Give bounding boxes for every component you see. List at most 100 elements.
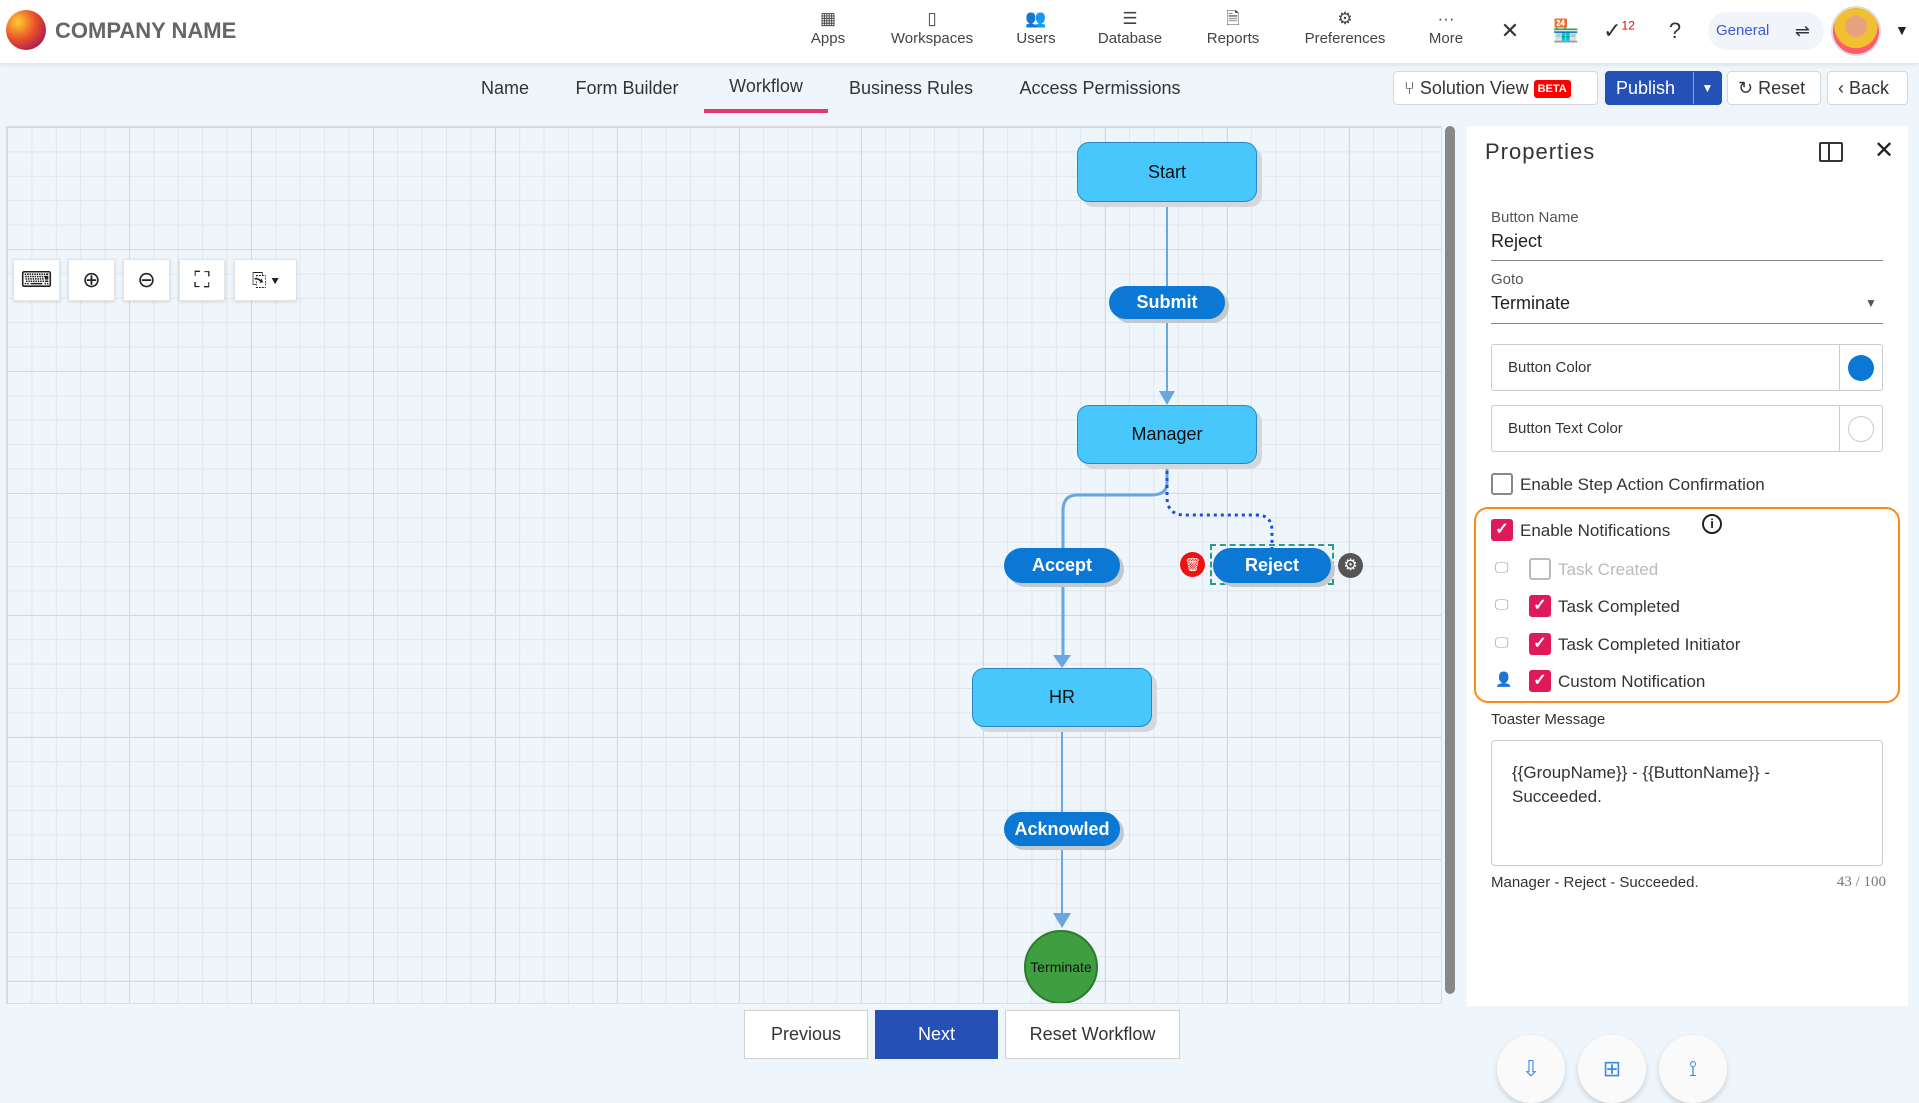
- chevron-left-icon: ‹: [1838, 78, 1844, 98]
- close-icon[interactable]: ✕: [1500, 18, 1520, 43]
- node-start[interactable]: Start: [1077, 142, 1257, 202]
- reset-workflow-button[interactable]: Reset Workflow: [1005, 1010, 1180, 1059]
- character-count: 43 / 100: [1836, 874, 1886, 890]
- button-text-color-field[interactable]: Button Text Color: [1491, 405, 1883, 452]
- company-name: COMPANY NAME: [55, 18, 237, 43]
- caret-down-icon[interactable]: ▼: [1895, 22, 1909, 38]
- dock-panel-icon[interactable]: [1819, 142, 1843, 162]
- step-confirm-label: Enable Step Action Confirmation: [1520, 475, 1765, 494]
- task-created-checkbox[interactable]: [1529, 558, 1551, 580]
- tasks-icon[interactable]: ✓12: [1603, 18, 1635, 43]
- next-button[interactable]: Next: [875, 1010, 998, 1059]
- button-color-field[interactable]: Button Color: [1491, 344, 1883, 391]
- path-button[interactable]: ⟟: [1659, 1035, 1727, 1103]
- back-button[interactable]: ‹ Back: [1827, 71, 1908, 105]
- notifications-group: [1474, 507, 1900, 703]
- export-button[interactable]: ⎘ ▾: [234, 259, 297, 301]
- nav-label: Users: [1016, 30, 1056, 47]
- zoom-out-button[interactable]: ⊖: [123, 259, 170, 301]
- canvas-scrollbar[interactable]: [1445, 126, 1455, 994]
- button-color-swatch[interactable]: [1848, 355, 1874, 381]
- company-logo: [6, 10, 46, 50]
- branch-icon: ⑂: [1404, 78, 1415, 98]
- toaster-message-textarea[interactable]: {{GroupName}} - {{ButtonName}} - Succeed…: [1491, 740, 1883, 866]
- refresh-icon: ↻: [1738, 78, 1754, 98]
- fit-screen-button[interactable]: ⛶: [179, 259, 225, 301]
- nav-label: More: [1428, 30, 1464, 47]
- monitor-bell-icon: 🖵: [1495, 559, 1509, 575]
- sitemap-icon: ⊞: [1602, 1056, 1622, 1081]
- tab-business-rules[interactable]: Business Rules: [848, 78, 974, 98]
- nav-users[interactable]: 👥Users: [1016, 8, 1055, 47]
- button-name-label: Button Name: [1491, 209, 1579, 226]
- arrow-icon: [1159, 391, 1175, 405]
- step-confirm-checkbox[interactable]: [1491, 473, 1513, 495]
- tab-workflow[interactable]: Workflow: [729, 76, 803, 96]
- button-color-label: Button Color: [1508, 359, 1592, 376]
- top-header: COMPANY NAME ▦Apps ▯Workspaces 👥Users ☰D…: [0, 0, 1919, 63]
- import-button[interactable]: ⇩: [1497, 1035, 1565, 1103]
- button-name-input[interactable]: Reject: [1491, 231, 1543, 251]
- enable-notifications-label: Enable Notifications: [1520, 521, 1671, 540]
- enable-notifications-checkbox[interactable]: ✓: [1491, 519, 1513, 541]
- previous-button[interactable]: Previous: [744, 1010, 868, 1059]
- action-accept[interactable]: Accept: [1004, 548, 1120, 583]
- nav-preferences[interactable]: ⚙Preferences: [1305, 8, 1386, 47]
- action-acknowled[interactable]: Acknowled: [1004, 812, 1120, 846]
- toaster-preview: Manager - Reject - Succeeded.: [1491, 874, 1699, 891]
- fullscreen-icon: ⛶: [194, 267, 210, 292]
- tab-form-builder[interactable]: Form Builder: [575, 78, 679, 98]
- dropdown-caret-icon[interactable]: ▼: [1865, 296, 1877, 310]
- info-icon[interactable]: i: [1702, 514, 1722, 534]
- publish-button[interactable]: Publish▼: [1605, 71, 1722, 105]
- delete-icon[interactable]: 🗑: [1180, 552, 1205, 577]
- node-hr[interactable]: HR: [972, 668, 1152, 727]
- nav-apps[interactable]: ▦Apps: [811, 8, 845, 47]
- notification-count: 12: [1621, 18, 1635, 33]
- node-manager[interactable]: Manager: [1077, 405, 1257, 464]
- nav-reports[interactable]: 🗎Reports: [1207, 8, 1260, 47]
- zoom-in-button[interactable]: ⊕: [68, 259, 115, 301]
- solution-view-label: Solution View: [1419, 78, 1529, 98]
- button-text-color-swatch[interactable]: [1848, 416, 1874, 442]
- keyboard-icon: ⌨: [20, 267, 53, 292]
- nav-database[interactable]: ☰Database: [1098, 8, 1162, 47]
- gear-icon[interactable]: ⚙: [1338, 553, 1363, 578]
- action-submit[interactable]: Submit: [1109, 286, 1225, 319]
- zoom-in-icon: ⊕: [82, 267, 101, 292]
- close-panel-icon[interactable]: ✕: [1874, 137, 1895, 164]
- nav-more[interactable]: ···More: [1429, 8, 1463, 47]
- workspace-switcher[interactable]: General⇌: [1708, 12, 1824, 50]
- help-icon[interactable]: ?: [1668, 18, 1682, 43]
- nav-workspaces[interactable]: ▯Workspaces: [891, 8, 973, 47]
- task-completed-checkbox[interactable]: ✓: [1529, 595, 1551, 617]
- custom-notification-label: Custom Notification: [1558, 672, 1706, 691]
- store-icon[interactable]: 🏪: [1552, 18, 1580, 43]
- export-icon: ⎘ ▾: [252, 270, 279, 290]
- custom-notification-checkbox[interactable]: ✓: [1529, 670, 1551, 692]
- download-icon: ⇩: [1521, 1056, 1541, 1081]
- divider: [1491, 260, 1883, 261]
- divider: [1491, 323, 1883, 324]
- button-text-color-label: Button Text Color: [1508, 420, 1623, 437]
- monitor-bell-icon: 🖵: [1495, 634, 1509, 650]
- solution-view-button[interactable]: ⑂ Solution View BETA: [1393, 71, 1598, 105]
- nav-label: Reports: [1206, 30, 1260, 47]
- task-completed-initiator-checkbox[interactable]: ✓: [1529, 633, 1551, 655]
- tab-access-permissions[interactable]: Access Permissions: [1019, 78, 1181, 98]
- reset-button[interactable]: ↻ Reset: [1727, 71, 1821, 105]
- bezier-icon: ⟟: [1688, 1056, 1698, 1081]
- arrow-icon: [1053, 913, 1071, 928]
- arrow-icon: [1053, 655, 1071, 668]
- nav-label: Apps: [810, 30, 846, 47]
- minimap-button[interactable]: ⌨: [13, 259, 60, 301]
- action-reject[interactable]: Reject: [1213, 548, 1331, 583]
- workflow-canvas[interactable]: ⌨ ⊕ ⊖ ⛶ ⎘ ▾ Start Submit Manager Accept …: [6, 126, 1442, 1004]
- hierarchy-button[interactable]: ⊞: [1578, 1035, 1646, 1103]
- node-terminate[interactable]: Terminate: [1024, 930, 1098, 1003]
- publish-dropdown-icon[interactable]: ▼: [1693, 72, 1721, 104]
- avatar[interactable]: [1831, 6, 1881, 56]
- goto-select[interactable]: Terminate: [1491, 293, 1571, 313]
- preferences-icon: ⚙: [1337, 9, 1353, 28]
- tab-name[interactable]: Name: [480, 78, 530, 98]
